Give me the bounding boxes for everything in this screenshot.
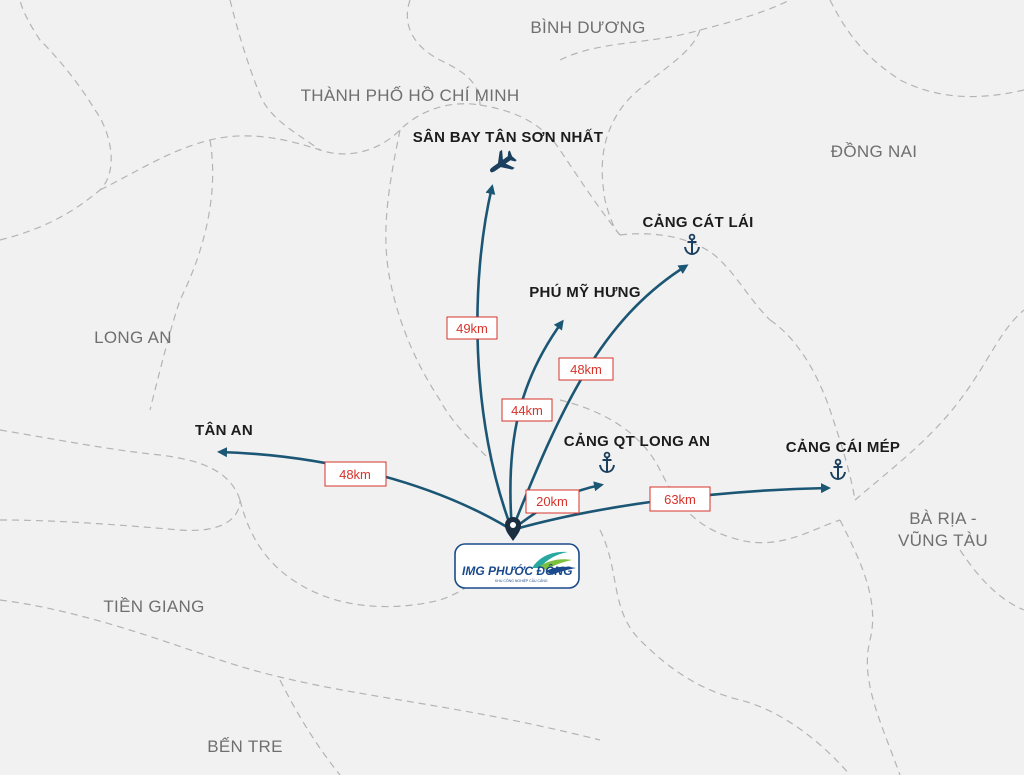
distance-label: 63km [664, 492, 696, 507]
routes [217, 184, 831, 532]
anchor-icon [599, 451, 615, 474]
logo-title: IMG PHƯỚC ĐÔNG [462, 563, 572, 578]
anchor-icon [830, 458, 846, 481]
poi-cang-qt-long-an: CẢNG QT LONG AN [564, 433, 710, 450]
distance-label: 48km [570, 362, 602, 377]
region-ba-ria-line2: VŨNG TÀU [898, 531, 988, 550]
region-binh-duong: BÌNH DƯƠNG [530, 18, 645, 37]
distance-cang-qt-long-an: 20km [525, 489, 580, 514]
distance-cat-lai: 48km [558, 357, 614, 381]
logo-subtitle: KHU CÔNG NGHIỆP CẦU CẢNG [495, 578, 548, 583]
region-tien-giang: TIỀN GIANG [103, 597, 204, 616]
poi-cat-lai: CẢNG CÁT LÁI [642, 214, 753, 231]
distance-cai-mep: 63km [649, 486, 711, 512]
region-dong-nai: ĐỒNG NAI [831, 142, 917, 161]
poi-tan-son-nhat: SÂN BAY TÂN SƠN NHẤT [413, 128, 603, 146]
poi-tan-an: TÂN AN [195, 421, 253, 439]
poi-cai-mep: CẢNG CÁI MÉP [786, 439, 900, 456]
distance-tan-son-nhat: 49km [446, 316, 498, 340]
region-ben-tre: BẾN TRE [207, 737, 282, 756]
distance-phu-my-hung: 44km [501, 398, 553, 422]
company-logo: IMG PHƯỚC ĐÔNG KHU CÔNG NGHIỆP CẦU CẢNG [454, 543, 580, 589]
location-pin-icon [505, 517, 521, 541]
distance-tan-an: 48km [324, 461, 387, 487]
airplane-icon [489, 149, 517, 173]
region-ba-ria-line1: BÀ RỊA - [909, 509, 977, 528]
distance-label: 49km [456, 321, 488, 336]
distance-label: 20km [536, 494, 568, 509]
region-hcmc: THÀNH PHỐ HỒ CHÍ MINH [301, 85, 520, 105]
distance-label: 48km [339, 467, 371, 482]
region-long-an: LONG AN [94, 328, 172, 347]
anchor-icon [684, 233, 700, 256]
distance-label: 44km [511, 403, 543, 418]
poi-phu-my-hung: PHÚ MỸ HƯNG [529, 283, 641, 301]
route-tan-son-nhat [476, 184, 514, 531]
